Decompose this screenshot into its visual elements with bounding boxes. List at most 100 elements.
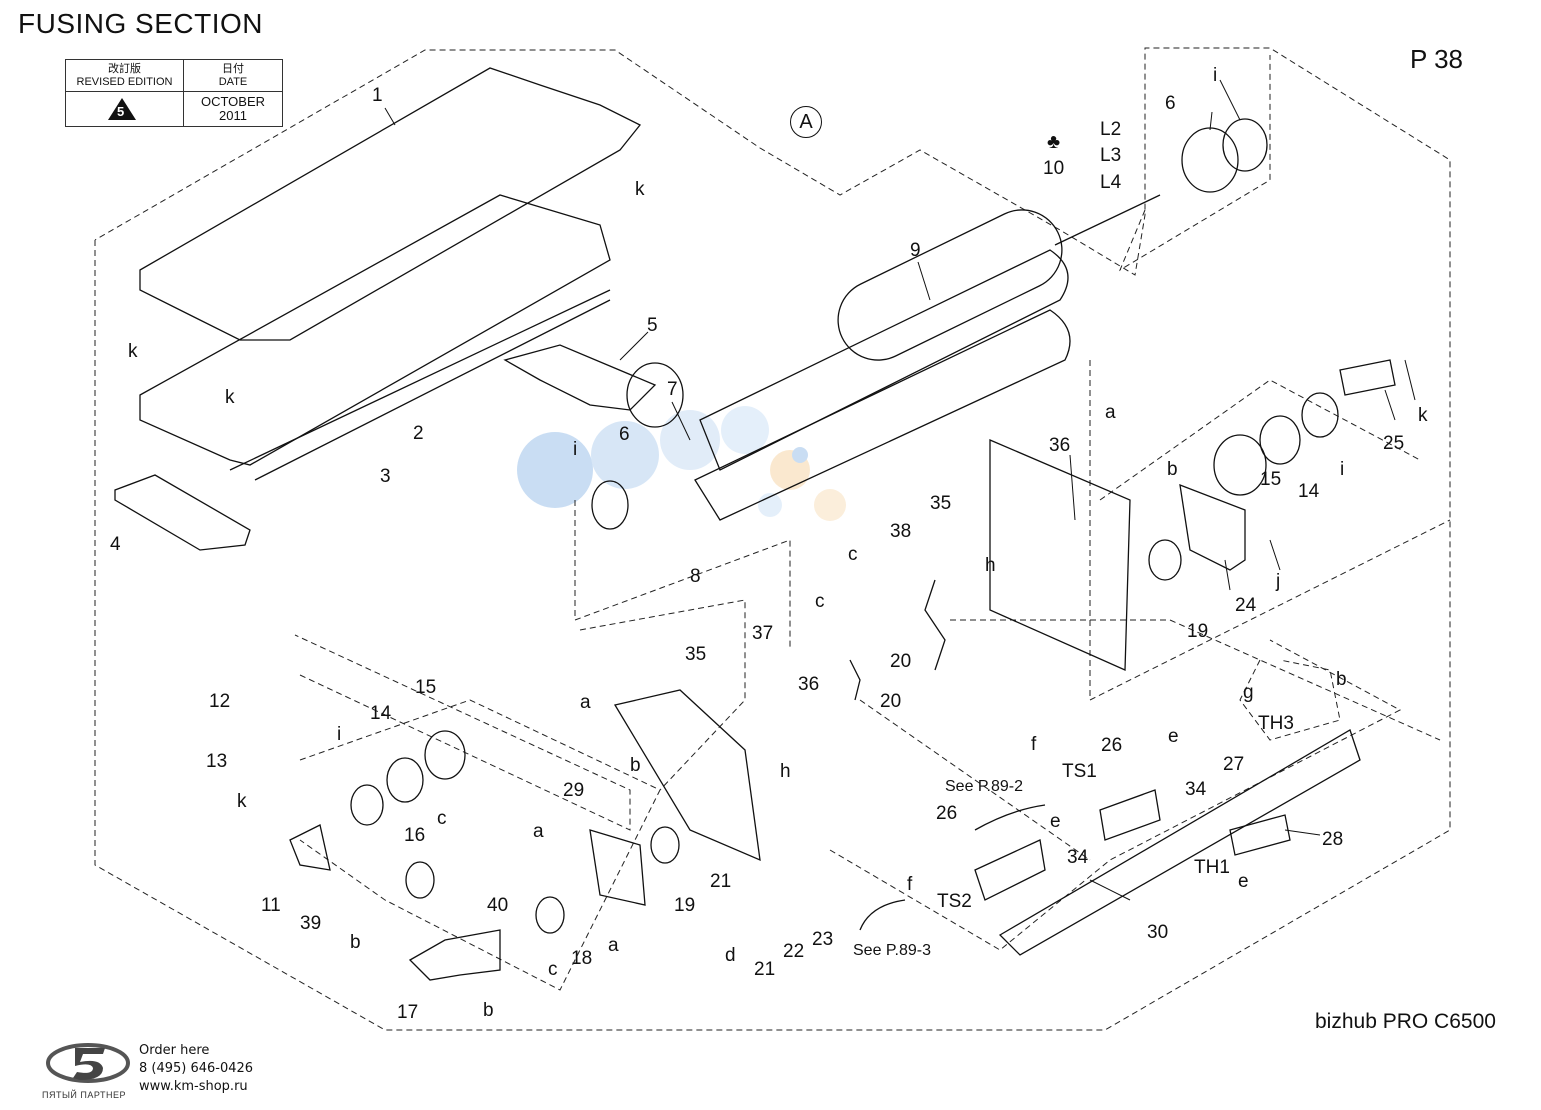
part-label: 8: [690, 566, 701, 587]
bracket-34-upper: [1099, 789, 1161, 841]
edition-number: 5: [117, 104, 125, 119]
part-label: j: [1276, 571, 1281, 592]
bearing-15-right: [1213, 434, 1267, 496]
part-label: 17: [397, 1002, 419, 1023]
part-label: k: [225, 387, 235, 408]
ring-i-left: [350, 784, 384, 826]
gear-18: [535, 896, 565, 934]
gear-16: [405, 861, 435, 899]
part-label: 28: [1322, 829, 1344, 850]
bearing-19-right: [1148, 539, 1182, 581]
part-label: L2: [1100, 119, 1122, 140]
rail-3: [254, 299, 611, 481]
part-label: 20: [880, 691, 902, 712]
frame-plate: [139, 194, 611, 466]
date-year: 2011: [219, 108, 247, 123]
part-label: 14: [370, 703, 392, 724]
see-page-note: See P.89-2: [945, 778, 1023, 795]
part-label: i: [1340, 459, 1345, 480]
ring-i: [591, 480, 629, 530]
part-label: 25: [1383, 433, 1405, 454]
part-label: TH3: [1258, 713, 1294, 734]
spring-20-left: [849, 659, 861, 701]
part-label: d: [725, 945, 736, 966]
model-name: bizhub PRO C6500: [1315, 1010, 1496, 1033]
pad-4: [114, 474, 251, 551]
part-label: 37: [752, 623, 774, 644]
date-header: 日付 DATE: [184, 63, 282, 89]
edition-triangle-icon: 5: [108, 98, 136, 120]
part-label: L3: [1100, 145, 1122, 166]
part-label: b: [630, 755, 641, 776]
part-label: k: [237, 791, 247, 812]
revision-divider-h: [66, 91, 282, 92]
harness-ts1: [974, 804, 1046, 831]
part-label: c: [848, 544, 858, 565]
part-label: h: [780, 761, 791, 782]
see-page-note: See P.89-3: [853, 942, 931, 959]
part-label: a: [533, 821, 544, 842]
part-label: f: [1031, 734, 1037, 755]
bracket-5: [503, 344, 657, 411]
leader-lines: [384, 79, 1416, 901]
part-label: 24: [1235, 595, 1257, 616]
part-label: 15: [1260, 469, 1282, 490]
order-site-link[interactable]: www.km-shop.ru: [139, 1079, 248, 1094]
part-label: 21: [754, 959, 776, 980]
part-label: 18: [571, 948, 593, 969]
part-label: c: [548, 959, 558, 980]
part-label: a: [580, 692, 591, 713]
part-label: e: [1238, 871, 1249, 892]
page-number: P 38: [1410, 44, 1464, 74]
top-cover-plate: [139, 67, 642, 341]
order-info: Order here 8 (495) 646-0426 www.km-shop.…: [139, 1042, 339, 1096]
part-label: 30: [1147, 922, 1169, 943]
partner-logo-icon: [46, 1043, 130, 1083]
part-label: 26: [1101, 735, 1123, 756]
bracket-34-lower: [974, 839, 1046, 901]
part-label: TS2: [937, 891, 972, 912]
part-label: c: [815, 591, 825, 612]
watermark: [517, 406, 846, 521]
part-label: b: [1167, 459, 1178, 480]
date-value: OCTOBER 2011: [184, 95, 282, 123]
heat-roller-9: [837, 209, 1063, 361]
part-label: 36: [798, 674, 820, 695]
page-title: FUSING SECTION: [18, 8, 264, 39]
revision-label-en: REVISED EDITION: [76, 76, 173, 88]
part-label: b: [1336, 669, 1347, 690]
revision-header: 改訂版 REVISED EDITION: [66, 63, 183, 89]
frame-24: [1179, 483, 1246, 571]
plate-28: [1229, 814, 1291, 856]
bracket-17: [408, 929, 501, 981]
revision-table: 改訂版 REVISED EDITION 日付 DATE 5 OCTOBER 20…: [65, 59, 283, 127]
part-label: k: [1418, 405, 1428, 426]
part-label: 39: [300, 913, 322, 934]
part-label: 19: [674, 895, 696, 916]
bracket-25: [1339, 359, 1396, 396]
part-label: 29: [563, 780, 585, 801]
part-label: 13: [206, 751, 228, 772]
lamp-10: [1054, 194, 1161, 246]
spring-20-right: [924, 579, 946, 671]
part-label: 16: [404, 825, 426, 846]
part-label: c: [437, 808, 447, 829]
bushing-14-left: [386, 757, 424, 803]
bushing-14-right: [1259, 415, 1301, 465]
part-label: 15: [415, 677, 437, 698]
part-label: a: [608, 935, 619, 956]
club-symbol-icon: ♣: [1047, 131, 1061, 153]
pressure-roller: [694, 309, 1071, 521]
part-label: i: [1213, 65, 1218, 86]
part-label: 34: [1067, 847, 1089, 868]
date-label-jp: 日付: [222, 63, 244, 75]
side-frame: [989, 439, 1131, 671]
part-label: k: [128, 341, 138, 362]
bearing-15-left: [424, 730, 466, 780]
revision-label-jp: 改訂版: [108, 63, 141, 75]
part-label: 2: [413, 423, 424, 444]
part-label: 4: [110, 534, 121, 555]
part-label: 34: [1185, 779, 1207, 800]
part-label: a: [1105, 402, 1116, 423]
